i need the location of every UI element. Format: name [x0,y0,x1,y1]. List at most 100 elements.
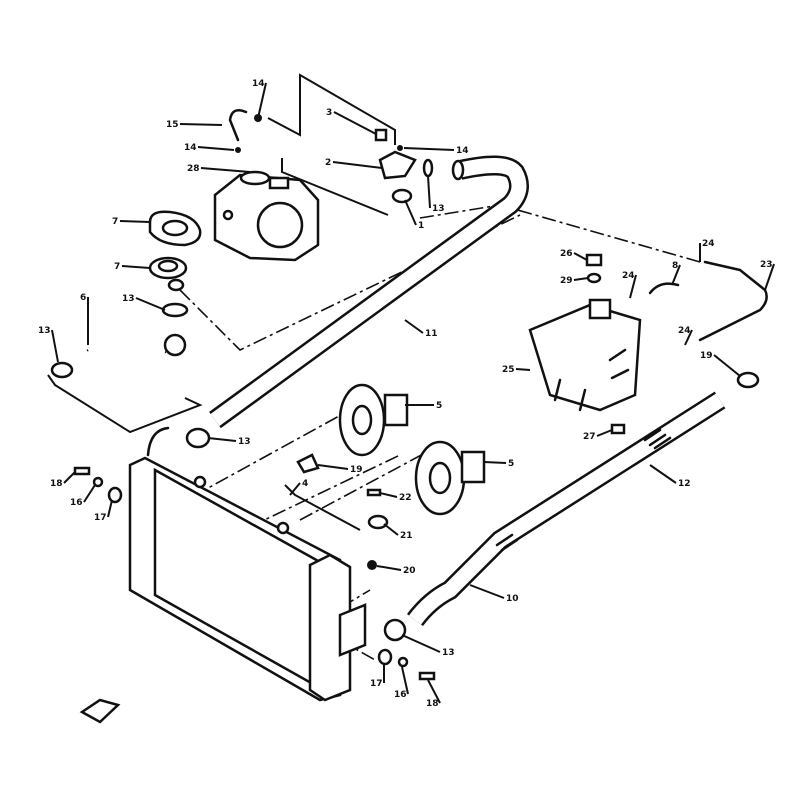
part-callout-14: 14 [456,146,469,156]
leader-line [401,666,409,695]
clamp-13 [422,158,434,178]
part-callout-24: 24 [678,326,691,336]
part-callout-15: 15 [166,120,179,130]
leader-line [207,437,237,442]
clamp-13-upper [161,302,189,318]
leader-line [119,220,151,223]
part-callout-18: 18 [426,699,439,709]
part-callout-13: 13 [238,437,251,447]
leader-line [200,167,251,173]
leader-line [427,679,441,704]
part-callout-29: 29 [560,276,573,286]
clip-14b [235,147,241,153]
leader-line [483,461,507,464]
part-callout-13: 13 [122,294,135,304]
part-callout-22: 22 [399,493,412,503]
part-callout-13: 13 [432,204,445,214]
part-callout-14: 14 [184,143,197,153]
bolt-22 [366,488,382,497]
part-callout-17: 17 [94,513,107,523]
front-arrow-icon [79,698,121,724]
leader-line [573,277,589,281]
bolt-18-left [73,466,91,476]
clamp-13-mid [185,427,211,449]
leader-line [51,329,59,363]
part-callout-6: 6 [80,293,86,303]
grommet-17-left [107,486,123,504]
leader-line [469,584,505,599]
leader-line [63,471,76,484]
thermostat-housing [213,170,320,262]
leader-line [713,354,741,377]
part-callout-2: 2 [325,158,331,168]
part-callout-25: 25 [502,365,515,375]
leader-line [401,634,441,653]
leader-line [649,464,677,484]
radiator-cap [148,210,202,292]
part-callout-7: 7 [114,262,120,272]
part-callout-13: 13 [38,326,51,336]
hose-6-end [163,333,187,357]
leader-line [83,484,96,503]
leader-line [179,123,223,126]
leader-line [379,492,398,498]
leader-line [121,265,151,269]
clamp-13-left [50,361,74,379]
hose-8 [648,282,680,295]
part-callout-10: 10 [506,594,519,604]
leader-line [671,264,681,286]
hose-23 [698,260,768,342]
part-callout-8: 8 [672,261,678,271]
radiator [128,426,367,702]
leader-line [403,147,455,151]
leader-line [383,523,399,536]
part-callout-5: 5 [436,401,442,411]
part-callout-7: 7 [112,217,118,227]
part-callout-26: 26 [560,249,573,259]
washer-16-left [92,476,104,488]
leader-line [333,111,377,135]
part-callout-11: 11 [425,329,438,339]
leader-line [684,329,693,346]
leader-line [629,274,637,299]
leader-line [404,199,417,226]
bolt-3 [374,128,388,142]
leader-line [376,565,402,571]
part-callout-18: 18 [50,479,63,489]
washer-29 [586,272,602,284]
washer-21 [367,514,389,530]
bolt-18-right [418,671,436,681]
part-callout-24: 24 [702,239,715,249]
leader-line [515,368,531,371]
part-callout-21: 21 [400,531,413,541]
grommet-17-right [377,648,393,666]
leader-line [427,175,431,209]
part-callout-28: 28 [187,164,200,174]
part-callout-23: 23 [760,260,773,270]
part-callout-12: 12 [678,479,691,489]
leader-line [764,263,775,291]
leader-line [573,252,588,261]
part-callout-24: 24 [622,271,635,281]
leader-line [289,482,301,496]
part-callout-27: 27 [583,432,596,442]
leader-line [404,319,424,334]
part-callout-1: 1 [418,221,424,231]
leader-line [317,464,349,470]
fitting-2 [378,150,417,180]
leader-line [257,82,267,119]
cap-26 [585,253,603,267]
nut-20 [367,560,377,570]
part-callout-16: 16 [394,690,407,700]
part-callout-3: 3 [326,108,332,118]
clamp-13-right [736,371,760,389]
part-callout-17: 17 [370,679,383,689]
breather-hose [228,109,248,142]
part-callout-14: 14 [252,79,265,89]
clamp-13-lower [383,618,407,642]
part-callout-19: 19 [700,351,713,361]
leader-line [135,297,166,311]
cap-1 [391,188,413,204]
fan-motor-upper [338,383,409,457]
